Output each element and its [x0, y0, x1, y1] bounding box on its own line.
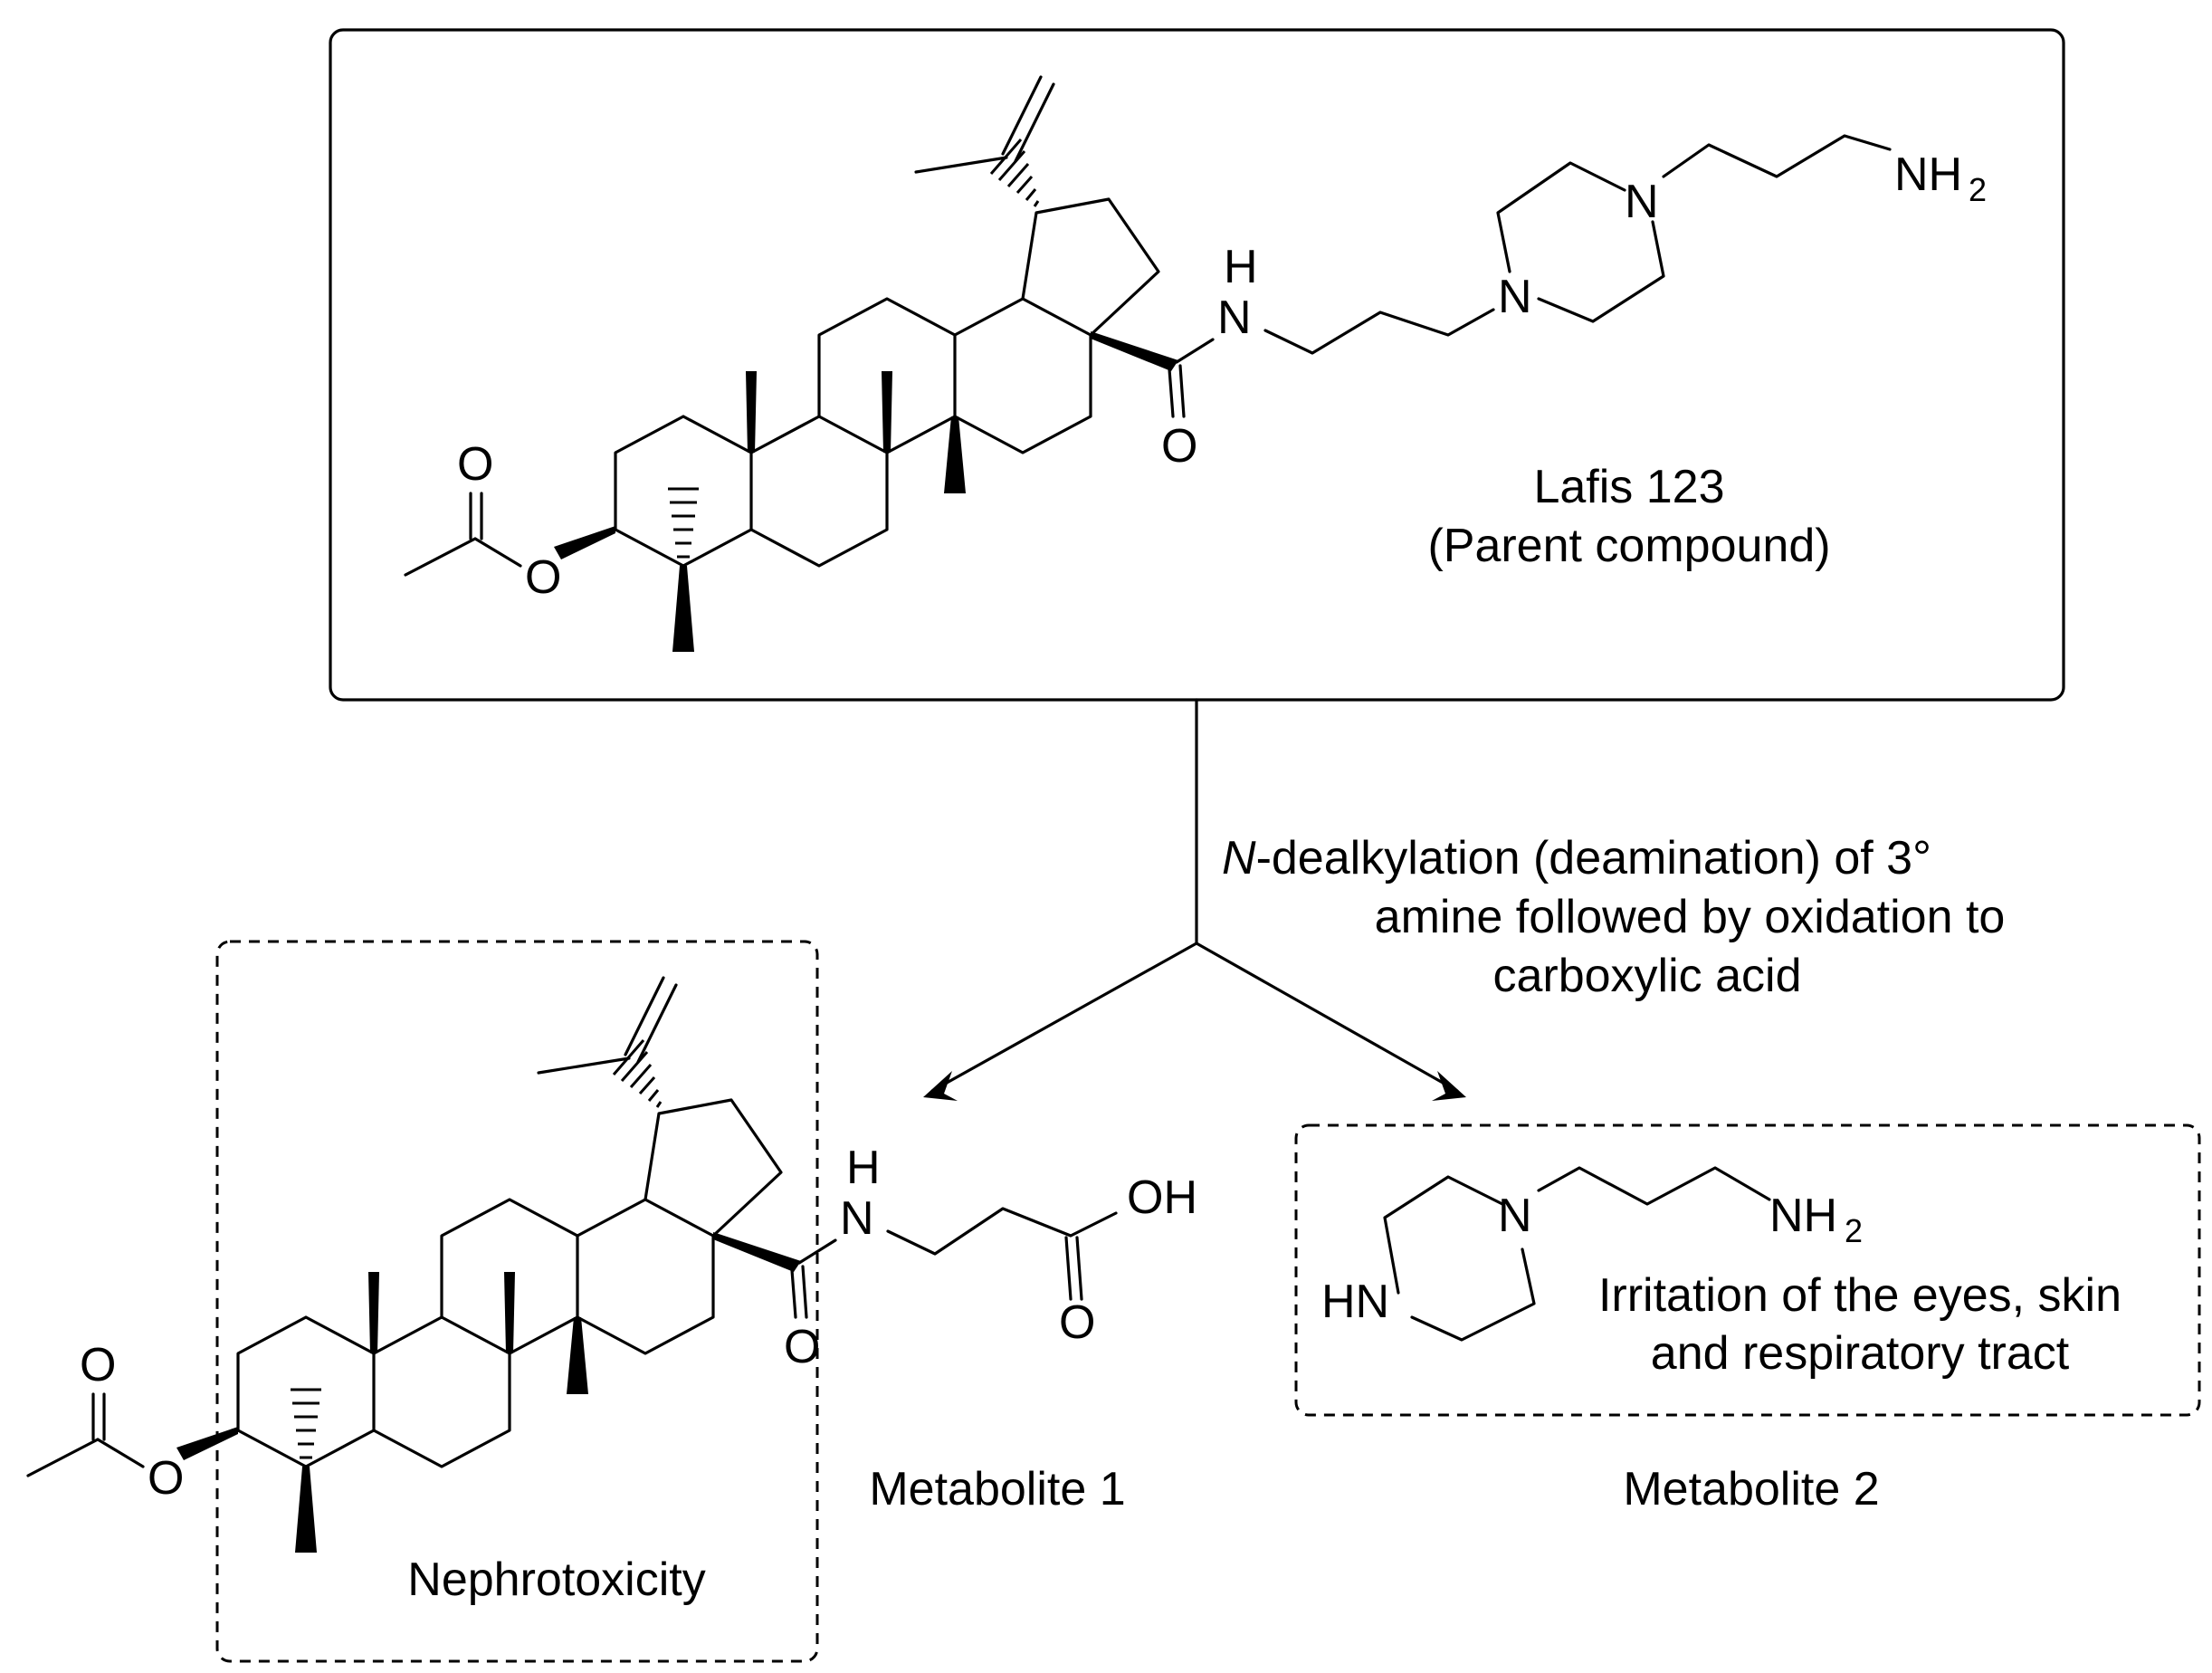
atom-N-amide: N — [1217, 292, 1252, 344]
m1-atom-O-ester: O — [148, 1452, 184, 1505]
metabolite1-structure: O O O H N — [26, 976, 1118, 1554]
m1-atom-O-amide: O — [784, 1321, 820, 1373]
parent-compound-frame — [329, 28, 2065, 702]
m1-atom-OH: OH — [1127, 1171, 1197, 1224]
parent-name: Lafis 123 — [1533, 461, 1724, 513]
metabolite2-name: Metabolite 2 — [1623, 1463, 1879, 1515]
m1-atom-N-amide: N — [840, 1192, 874, 1245]
atom-NH2: NH — [1894, 148, 1962, 201]
atom-N-piperazine-1: N — [1498, 271, 1532, 323]
parent-subtitle: (Parent compound) — [1427, 520, 1830, 572]
atom-O-ester: O — [525, 551, 561, 604]
metabolite2-frame — [1294, 1123, 2201, 1417]
metabolite2-structure: N HN NH 2 — [1321, 1166, 1863, 1342]
nephrotoxicity-region — [215, 940, 819, 1663]
transformation-line1-text: -dealkylation (deamination) of 3° — [1256, 832, 1931, 884]
atom-O-amide: O — [1161, 420, 1197, 473]
metabolite1-toxicity: Nephrotoxicity — [407, 1554, 705, 1606]
m1-atom-O-carbonyl: O — [80, 1339, 116, 1391]
transformation-line1: N-dealkylation (deamination) of 3° — [1222, 832, 1931, 884]
reaction-arrows — [923, 698, 1466, 1101]
metabolite2-toxicity-line2: and respiratory tract — [1651, 1327, 2070, 1380]
atom-NH2-subscript: 2 — [1969, 171, 1987, 208]
transformation-italic-N: N — [1222, 832, 1256, 884]
m2-atom-HN: HN — [1321, 1276, 1389, 1328]
metabolite1-name: Metabolite 1 — [869, 1463, 1125, 1515]
atom-N-piperazine-4: N — [1625, 176, 1659, 228]
atom-H-amide: H — [1224, 241, 1258, 293]
m1-atom-H-amide: H — [846, 1142, 881, 1194]
m2-atom-NH2: NH — [1769, 1190, 1837, 1242]
transformation-line3: carboxylic acid — [1492, 950, 1801, 1002]
parent-side-chain: H N N N NH 2 — [1217, 134, 1987, 355]
atom-O-carbonyl: O — [457, 438, 493, 491]
m1-atom-O-acid: O — [1059, 1296, 1095, 1349]
m2-atom-N-piperazine: N — [1498, 1190, 1532, 1242]
transformation-line2: amine followed by oxidation to — [1375, 891, 2006, 943]
parent-core-atoms: O O O — [457, 420, 1197, 604]
metabolite2-toxicity-line1: Irritation of the eyes, skin — [1598, 1269, 2121, 1322]
m2-atom-NH2-subscript: 2 — [1845, 1212, 1863, 1249]
